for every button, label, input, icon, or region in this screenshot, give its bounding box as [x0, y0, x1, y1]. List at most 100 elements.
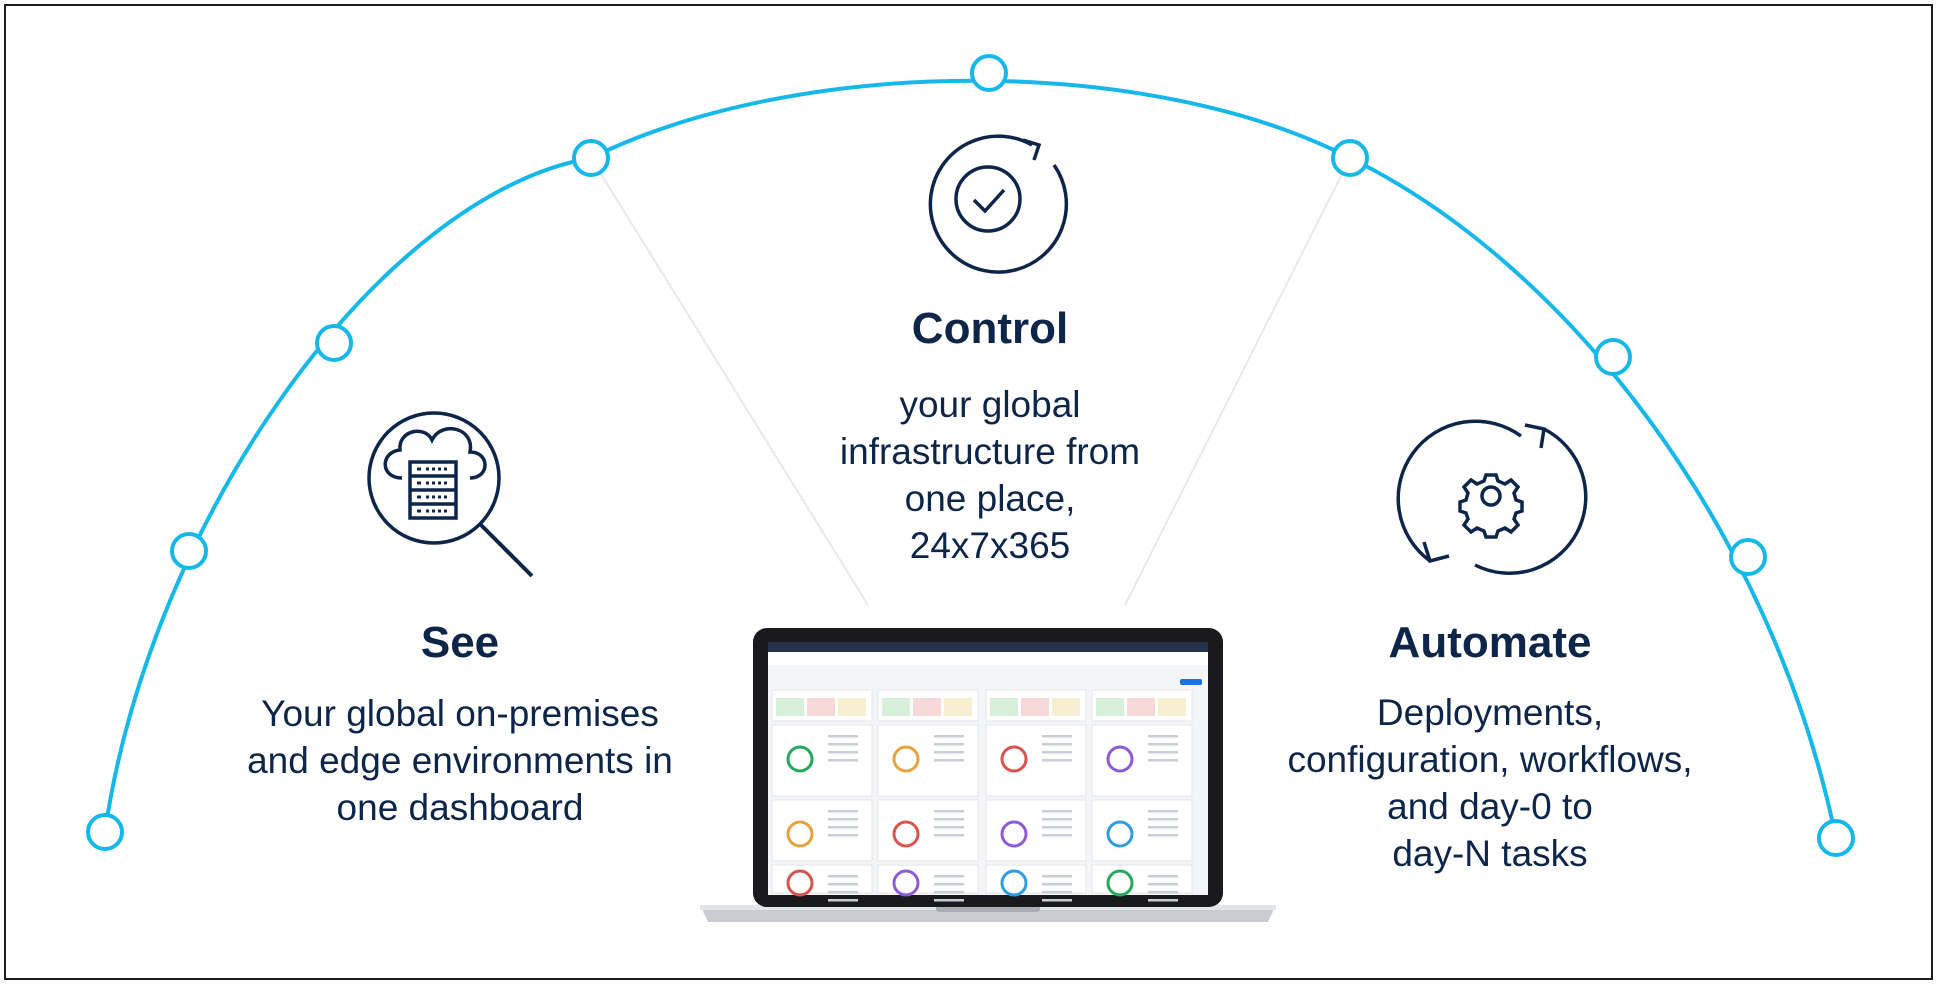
donut-ring	[892, 745, 920, 773]
status-tile	[807, 698, 835, 716]
gear-cycle-icon	[1396, 419, 1588, 575]
arc-node	[970, 54, 1008, 92]
legend-line	[934, 759, 964, 762]
arc-node	[315, 324, 353, 362]
legend-line	[1148, 735, 1178, 738]
legend-line	[1148, 759, 1178, 762]
legend-line	[828, 826, 858, 829]
donut-ring	[1106, 745, 1134, 773]
automate-description: Deployments, configuration, workflows, a…	[1287, 692, 1693, 874]
legend-line	[1148, 751, 1178, 754]
legend-line	[934, 735, 964, 738]
legend-line	[934, 891, 964, 894]
arc-node	[1331, 139, 1369, 177]
legend-line	[1148, 875, 1178, 878]
legend-line	[1042, 883, 1072, 886]
status-tile	[776, 698, 804, 716]
status-tile	[1127, 698, 1155, 716]
dashboard-card	[771, 864, 873, 894]
see-description: Your global on-premises and edge environ…	[247, 693, 673, 828]
cloud-server-search-icon	[367, 411, 534, 578]
legend-line	[1042, 810, 1072, 813]
dashboard-card	[985, 864, 1087, 894]
arc-node	[1729, 538, 1767, 576]
legend-line	[934, 875, 964, 878]
legend-line	[1148, 899, 1178, 902]
legend-line	[1042, 875, 1072, 878]
status-tile	[944, 698, 972, 716]
legend-line	[828, 883, 858, 886]
donut-ring	[1000, 745, 1028, 773]
legend-line	[828, 899, 858, 902]
legend-line	[828, 759, 858, 762]
arc-nodes	[86, 54, 1855, 857]
arc-path	[103, 78, 1838, 839]
laptop-illustration	[700, 628, 1276, 922]
legend-line	[1148, 826, 1178, 829]
legend-line	[1148, 743, 1178, 746]
legend-line	[1042, 891, 1072, 894]
donut-ring	[786, 869, 814, 897]
legend-line	[1042, 743, 1072, 746]
status-tile	[1021, 698, 1049, 716]
right-divider-line	[1124, 157, 1351, 606]
legend-line	[934, 883, 964, 886]
legend-line	[1148, 883, 1178, 886]
donut-ring	[1106, 869, 1134, 897]
automate-title: Automate	[1388, 618, 1592, 667]
legend-line	[934, 826, 964, 829]
status-tile	[1158, 698, 1186, 716]
dashboard-tabs	[768, 652, 1208, 665]
legend-line	[828, 834, 858, 837]
legend-line	[828, 810, 858, 813]
legend-line	[1042, 834, 1072, 837]
legend-line	[1148, 818, 1178, 821]
status-tile	[1052, 698, 1080, 716]
legend-line	[934, 810, 964, 813]
legend-line	[1042, 759, 1072, 762]
donut-ring	[786, 745, 814, 773]
legend-line	[1042, 818, 1072, 821]
status-tile	[1096, 698, 1124, 716]
legend-line	[1148, 891, 1178, 894]
legend-line	[934, 899, 964, 902]
legend-line	[934, 818, 964, 821]
control-description: your global infrastructure from one plac…	[839, 384, 1141, 566]
dashboard-card	[1091, 864, 1193, 894]
legend-line	[828, 818, 858, 821]
legend-line	[828, 891, 858, 894]
donut-ring	[1000, 869, 1028, 897]
dashboard-cards	[771, 689, 1193, 902]
dashboard-button	[1180, 679, 1202, 685]
arc-node	[1594, 338, 1632, 376]
dashboard-card	[877, 864, 979, 894]
see-title: See	[420, 618, 500, 667]
control-title: Control	[911, 304, 1069, 353]
arc-node	[572, 139, 610, 177]
left-divider-line	[590, 157, 869, 606]
status-tile	[882, 698, 910, 716]
legend-line	[934, 743, 964, 746]
legend-line	[828, 875, 858, 878]
check-cycle-icon	[928, 134, 1069, 274]
legend-line	[1148, 810, 1178, 813]
dashboard-topbar	[768, 642, 1208, 652]
legend-line	[1148, 834, 1178, 837]
legend-line	[934, 834, 964, 837]
arc-node	[86, 813, 124, 851]
arc-node	[1817, 819, 1855, 857]
donut-ring	[892, 820, 920, 848]
status-tile	[913, 698, 941, 716]
legend-line	[1042, 751, 1072, 754]
status-tile	[990, 698, 1018, 716]
legend-line	[828, 751, 858, 754]
legend-line	[934, 751, 964, 754]
legend-line	[1042, 899, 1072, 902]
legend-line	[1042, 826, 1072, 829]
legend-line	[828, 743, 858, 746]
donut-ring	[1000, 820, 1028, 848]
status-tile	[838, 698, 866, 716]
donut-ring	[1106, 820, 1134, 848]
